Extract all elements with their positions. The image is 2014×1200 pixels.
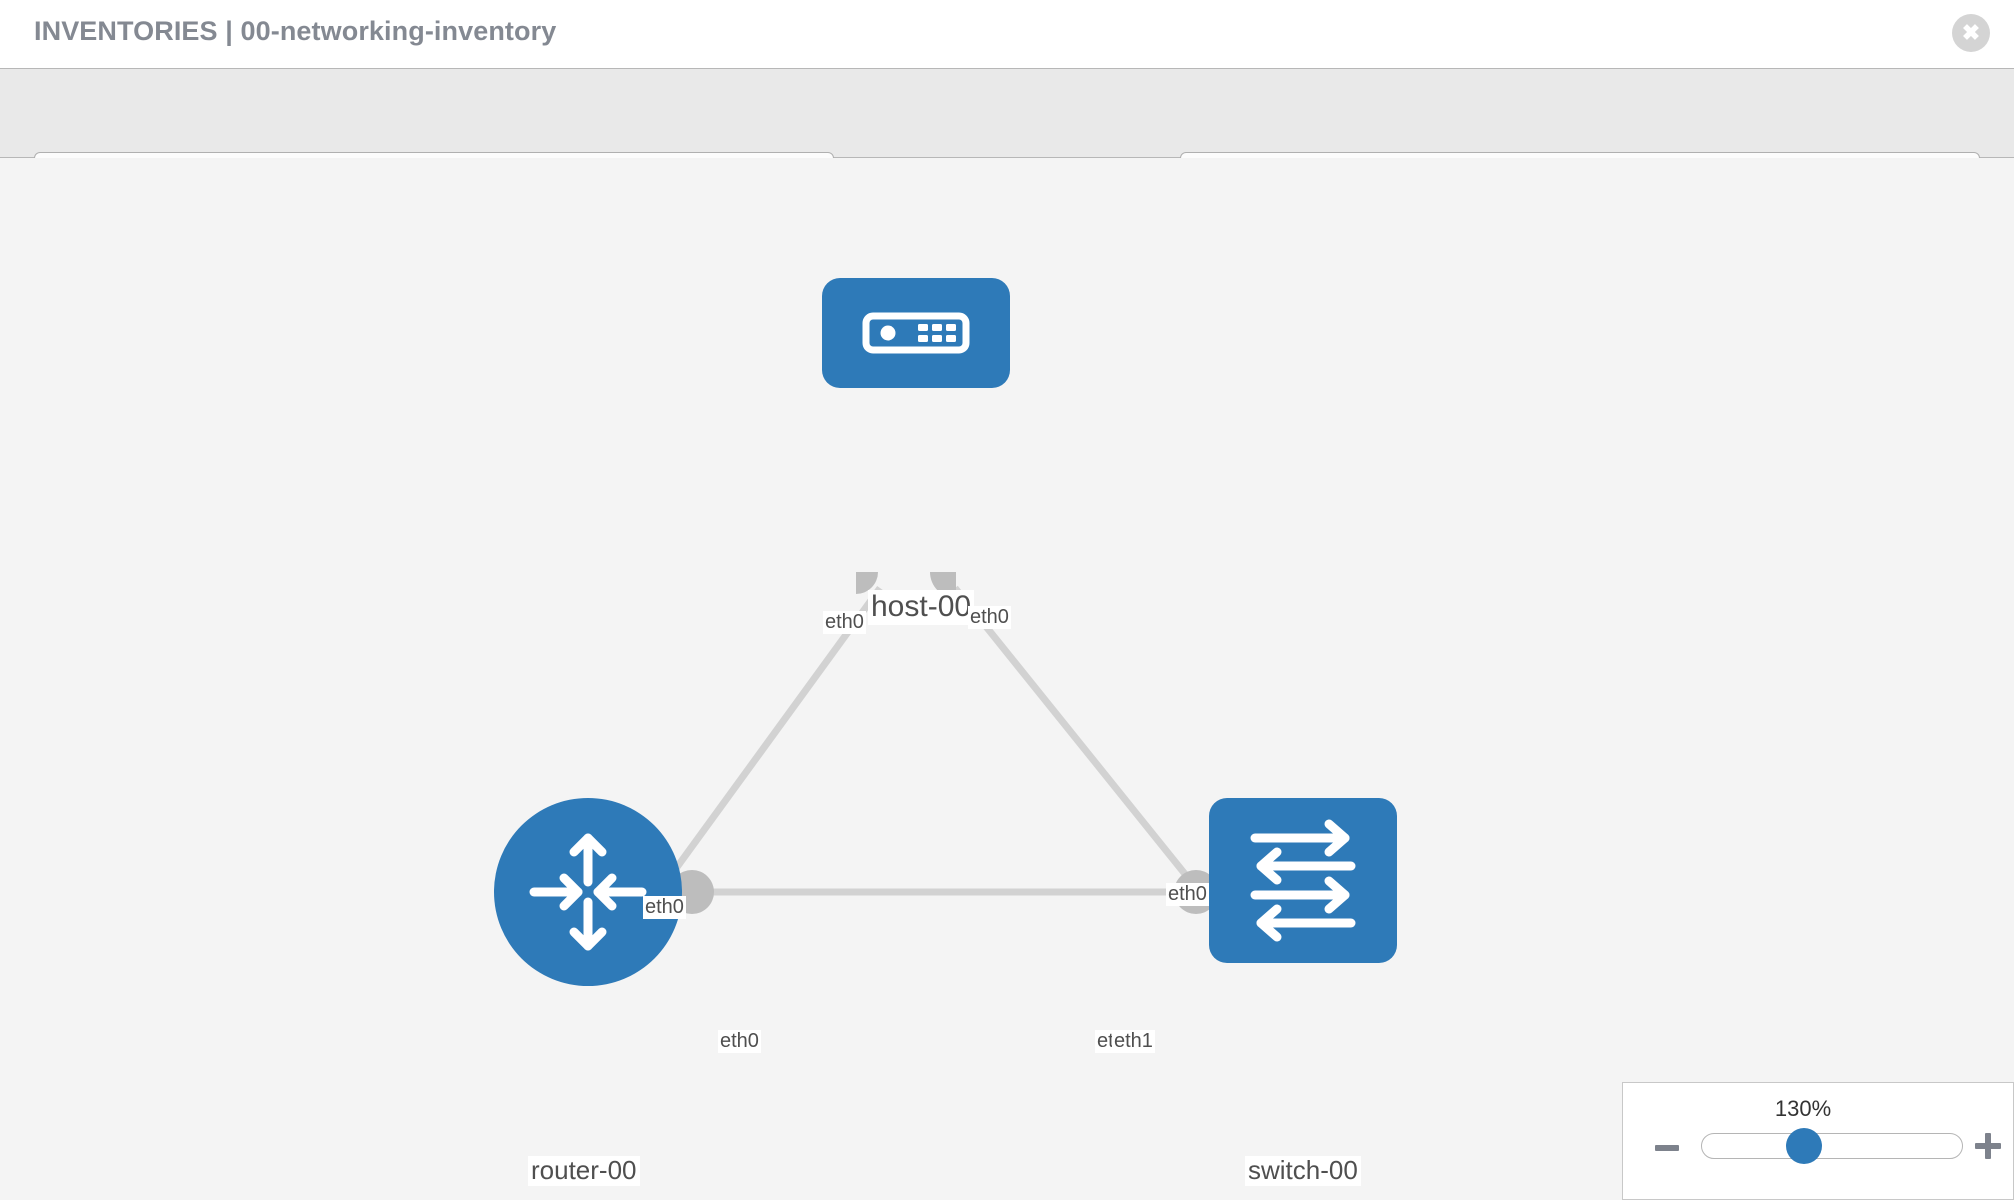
zoom-slider-thumb[interactable] [1786, 1128, 1822, 1164]
iface-label: eth0 [968, 606, 1011, 629]
iface-label: eth0 [1166, 883, 1209, 906]
zoom-level-value: 130% [1774, 1096, 1832, 1121]
topology-canvas[interactable]: host-00 r [0, 158, 2014, 1200]
close-icon[interactable]: ✖ [1952, 14, 1990, 52]
node-router-00[interactable] [494, 798, 682, 986]
page-header: INVENTORIES | 00-networking-inventory ✖ [0, 0, 2014, 68]
node-host-00[interactable] [822, 278, 1010, 388]
link-host-switch [952, 585, 1233, 933]
iface-label: eth1 [1112, 1030, 1155, 1053]
toolbar: ACTIONS SEARCH [0, 68, 2014, 208]
node-switch-00[interactable] [1209, 798, 1397, 963]
minus-icon[interactable] [1655, 1145, 1679, 1151]
iface-label: eth0 [643, 896, 686, 919]
node-label-router-00: router-00 [528, 1155, 640, 1186]
node-switch-00-shape[interactable] [1209, 798, 1397, 963]
link-host-router [637, 585, 883, 921]
close-glyph: ✖ [1961, 20, 1981, 45]
router-arrows-icon [529, 833, 647, 951]
iface-label: eth0 [823, 611, 866, 634]
node-host-00-shape[interactable] [822, 278, 1010, 388]
server-appliance-icon [862, 312, 970, 354]
page-title: INVENTORIES | 00-networking-inventory [34, 16, 557, 46]
node-router-00-shape[interactable] [494, 798, 682, 986]
plus-icon[interactable] [1975, 1133, 2001, 1159]
node-label-host-00: host-00 [868, 590, 975, 625]
switch-arrows-icon [1250, 819, 1356, 942]
zoom-slider-track[interactable] [1701, 1133, 1963, 1159]
iface-label: eth0 [718, 1030, 761, 1053]
zoom-control-panel: 130% [1622, 1082, 2014, 1200]
node-label-switch-00: switch-00 [1245, 1155, 1361, 1186]
